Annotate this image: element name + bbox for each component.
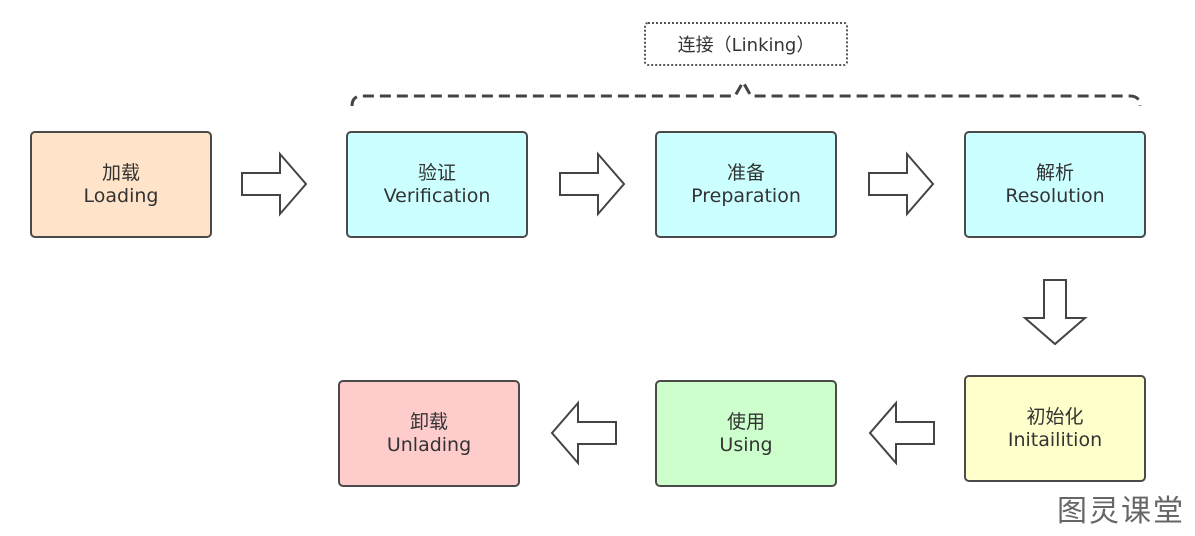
linking-brace [350, 78, 1142, 107]
linking-group-text: 连接（Linking） [677, 35, 815, 56]
stage-loading-en: Loading [83, 184, 159, 207]
stage-resolution: 解析 Resolution [964, 131, 1146, 238]
stage-preparation-en: Preparation [691, 184, 801, 207]
stage-using: 使用 Using [655, 380, 837, 487]
stage-initialization-en: Initailition [1007, 428, 1103, 451]
stage-preparation: 准备 Preparation [655, 131, 837, 238]
stage-preparation-cn: 准备 [726, 161, 765, 184]
stage-unloading-en: Unlading [386, 433, 472, 456]
stage-unloading-cn: 卸载 [409, 410, 448, 433]
stage-verification-cn: 验证 [417, 161, 456, 184]
stage-verification: 验证 Verification [346, 131, 528, 238]
linking-group-label: 连接（Linking） [644, 22, 848, 66]
stage-loading: 加载 Loading [30, 131, 212, 238]
stage-resolution-cn: 解析 [1035, 161, 1074, 184]
stage-unloading: 卸载 Unlading [338, 380, 520, 487]
stage-verification-en: Verification [383, 184, 491, 207]
stage-initialization-cn: 初始化 [1026, 405, 1084, 428]
arrow-right-icon [241, 151, 308, 217]
stage-using-cn: 使用 [726, 410, 765, 433]
arrow-left-icon [550, 400, 617, 466]
watermark: 图灵课堂 [1057, 494, 1185, 529]
arrow-down-icon [1022, 279, 1088, 346]
stage-initialization: 初始化 Initailition [964, 375, 1146, 482]
arrow-right-icon [559, 151, 626, 217]
stage-loading-cn: 加载 [101, 161, 140, 184]
arrow-right-icon [868, 151, 935, 217]
stage-using-en: Using [719, 433, 773, 456]
stage-resolution-en: Resolution [1005, 184, 1105, 207]
arrow-left-icon [868, 400, 935, 466]
